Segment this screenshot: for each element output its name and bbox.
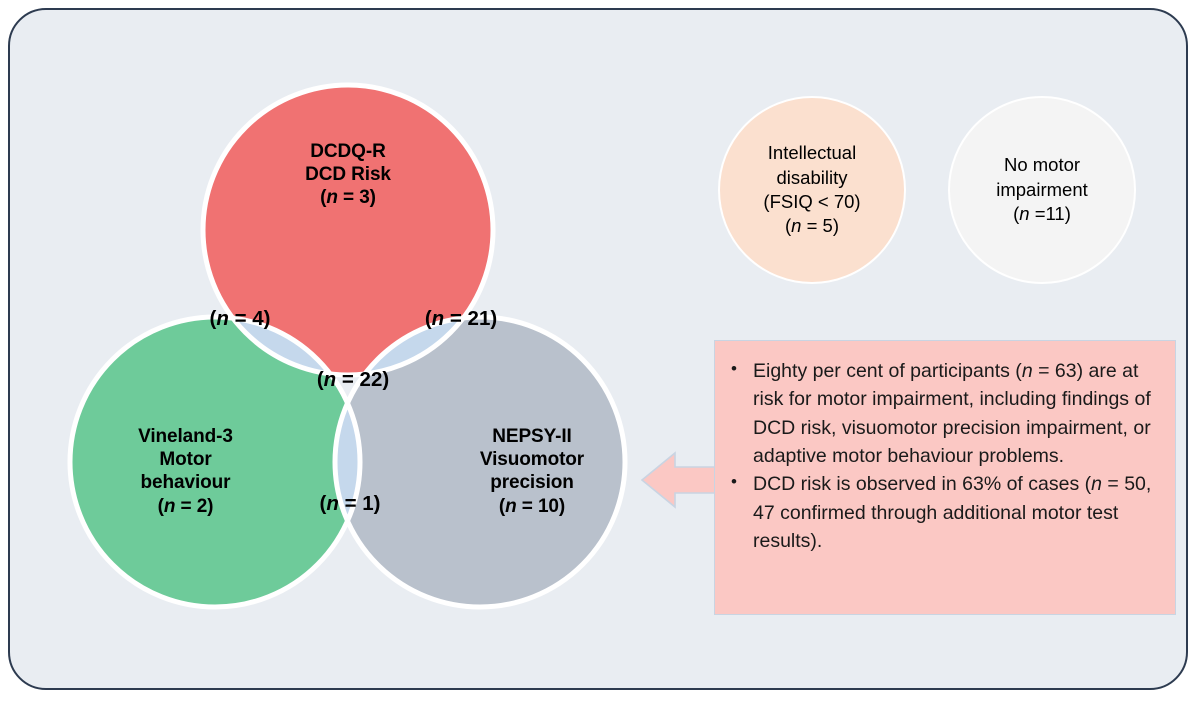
- callout-bullet-1-b: = 63) are at risk for motor impairment, …: [753, 360, 1151, 468]
- solo-id-count: (n = 5): [784, 215, 840, 237]
- venn-circle-dcdq-r: [203, 85, 493, 375]
- callout-bullet-2-italic-n: n: [1091, 473, 1102, 496]
- venn-label-nepsy-ii-line-2: Visuomotor: [479, 449, 585, 471]
- callout-bullet-2-b: = 50, 47 confirmed through additional mo…: [753, 473, 1152, 553]
- solo-circle-no-motor-impairment: No motor impairment (n =11): [948, 96, 1136, 284]
- venn-circle-vineland-3: [70, 317, 360, 607]
- venn-circle-nepsy-ii: [335, 317, 625, 607]
- left-arrow-icon: [641, 451, 719, 509]
- solo-id-line-3: (FSIQ < 70): [763, 191, 861, 212]
- callout-bullet-1-italic-n: n: [1021, 360, 1033, 382]
- solo-nmi-count: (n =11): [1013, 203, 1071, 225]
- venn-label-nepsy-ii-count: (n = 10): [498, 495, 566, 517]
- callout-bullet-1: Eighty per cent of participants (n = 63)…: [731, 357, 1157, 470]
- venn-count-top-left: (n = 4): [209, 307, 271, 330]
- venn-label-vineland-3-line-1: Vineland-3: [138, 426, 233, 447]
- solo-circle-no-motor-impairment-text: No motor impairment (n =11): [996, 153, 1088, 226]
- callout-bullet-2-a: DCD risk is observed in 63% of cases (: [753, 473, 1092, 496]
- venn-label-dcdq-r-line-2: DCD Risk: [305, 164, 391, 186]
- venn-label-dcdq-r: DCDQ-R DCD Risk (n = 3): [248, 140, 448, 210]
- venn-label-vineland-3: Vineland-3 Motor behaviour (n = 2): [98, 425, 273, 518]
- venn-label-nepsy-ii: NEPSY-II Visuomotor precision (n = 10): [442, 425, 622, 518]
- venn-label-vineland-3-line-2: Motor: [159, 449, 212, 471]
- venn-label-nepsy-ii-line-1: NEPSY-II: [492, 426, 572, 447]
- venn-label-vineland-3-line-3: behaviour: [140, 472, 231, 494]
- callout-bullet-2: DCD risk is observed in 63% of cases (n …: [731, 470, 1157, 555]
- venn-outlines: [67, 82, 628, 610]
- solo-nmi-line-2: impairment: [996, 178, 1088, 200]
- venn-label-nepsy-ii-line-3: precision: [490, 472, 574, 494]
- solo-circle-intellectual-disability: Intellectual disability (FSIQ < 70) (n =…: [718, 96, 906, 284]
- venn-label-dcdq-r-line-1: DCDQ-R: [310, 141, 386, 162]
- venn-count-top-right: (n = 21): [424, 307, 498, 330]
- venn-count-left-right: (n = 1): [319, 492, 381, 515]
- venn-label-dcdq-r-count: (n = 3): [320, 187, 376, 209]
- solo-id-line-1: Intellectual: [767, 142, 857, 164]
- callout-box: Eighty per cent of participants (n = 63)…: [714, 340, 1176, 615]
- venn-label-vineland-3-count: (n = 2): [157, 495, 214, 517]
- venn-set-fills: [70, 85, 625, 607]
- solo-circle-intellectual-disability-text: Intellectual disability (FSIQ < 70) (n =…: [763, 141, 860, 239]
- solo-id-line-2: disability: [776, 166, 848, 188]
- solo-nmi-line-1: No motor: [1003, 154, 1081, 176]
- callout-bullet-1-a: Eighty per cent of participants (: [753, 360, 1022, 382]
- callout-bullet-list: Eighty per cent of participants (n = 63)…: [725, 357, 1157, 556]
- venn-count-center: (n = 22): [316, 368, 390, 391]
